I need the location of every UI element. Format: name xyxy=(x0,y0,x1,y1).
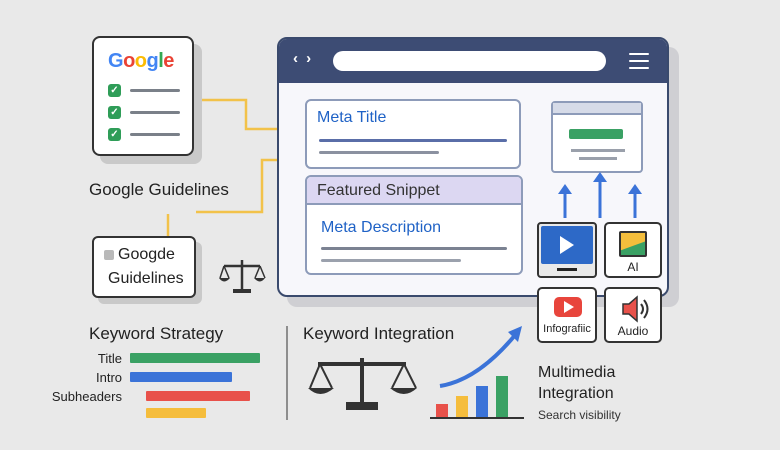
monitor-stand xyxy=(557,268,577,271)
google-checklist-card: Google ✓ ✓ ✓ xyxy=(92,36,194,156)
video-monitor-tile xyxy=(537,222,597,278)
google-logo-letter: g xyxy=(146,50,159,72)
guidelines-card-line2: Guidelines xyxy=(108,270,184,287)
checkbox-checked-icon: ✓ xyxy=(108,128,121,141)
featured-snippet-header: Featured Snippet xyxy=(307,177,521,205)
keyword-bar-extra xyxy=(146,408,206,418)
arrow-up-icon xyxy=(558,184,572,218)
arrow-up-icon xyxy=(628,184,642,218)
google-logo-letter: e xyxy=(163,50,174,72)
checkbox-checked-icon: ✓ xyxy=(108,84,121,97)
browser-window: ‹ › Meta Title Featured Snippet Meta Des… xyxy=(277,37,669,297)
text-line xyxy=(571,149,625,152)
text-line xyxy=(319,151,439,154)
mini-webpage-header xyxy=(553,103,641,115)
google-guidelines-label: Google Guidelines xyxy=(89,180,229,199)
growth-bar xyxy=(456,396,468,418)
speaker-icon xyxy=(622,295,649,323)
mini-webpage-banner xyxy=(569,129,623,139)
checklist-line xyxy=(130,133,180,136)
text-line xyxy=(321,247,507,250)
bar-label-title: Title xyxy=(97,351,122,366)
keyword-integration-heading: Keyword Integration xyxy=(303,324,455,343)
keyword-bar-title xyxy=(130,353,260,363)
meta-title-text: Meta Title xyxy=(317,109,387,126)
keyword-strategy-heading: Keyword Strategy xyxy=(89,324,224,343)
keyword-bar-intro xyxy=(130,372,232,382)
audio-label: Audio xyxy=(617,324,649,338)
growth-bar xyxy=(496,376,508,418)
search-visibility-label: Search visibility xyxy=(538,408,621,422)
play-icon xyxy=(541,226,593,264)
audio-tile: Audio xyxy=(604,287,662,343)
multimedia-heading-line2: Integration xyxy=(538,385,614,402)
google-logo-letter: G xyxy=(108,50,124,72)
image-icon xyxy=(619,231,647,257)
bar-label-intro: Intro xyxy=(95,370,122,385)
upload-arrows xyxy=(558,172,642,218)
scale-icon xyxy=(308,358,417,410)
keyword-bar-subheaders xyxy=(146,391,250,401)
address-bar[interactable] xyxy=(333,51,606,71)
bar-label-subheaders: Subheaders xyxy=(51,389,122,404)
connector-top xyxy=(194,98,302,131)
text-line xyxy=(579,157,617,160)
section-divider xyxy=(286,326,288,420)
growth-bar xyxy=(476,386,488,418)
checklist-line xyxy=(130,111,180,114)
back-forward-icon[interactable]: ‹ › xyxy=(293,50,314,67)
google-logo-letter: o xyxy=(134,50,147,72)
google-logo-letter: l xyxy=(158,50,164,72)
growth-bar xyxy=(436,404,448,418)
growth-chart-icon xyxy=(430,326,524,419)
meta-title-box: Meta Title xyxy=(305,99,521,169)
mini-webpage xyxy=(551,101,643,173)
browser-toolbar: ‹ › xyxy=(279,39,667,83)
scale-small-icon xyxy=(219,260,266,293)
card-square-icon xyxy=(104,250,114,260)
google-logo-letter: o xyxy=(123,50,135,72)
featured-snippet-label: Featured Snippet xyxy=(317,182,440,199)
infographic-label: Infografiic xyxy=(543,323,591,335)
youtube-play-icon xyxy=(554,297,582,317)
multimedia-heading-line1: Multimedia xyxy=(538,364,616,381)
ai-label: AI xyxy=(627,260,639,274)
meta-description-text: Meta Description xyxy=(321,219,442,236)
ai-image-tile: AI xyxy=(604,222,662,278)
text-line xyxy=(319,139,507,142)
featured-snippet-box: Featured Snippet Meta Description xyxy=(305,175,523,275)
checklist-line xyxy=(130,89,180,92)
text-line xyxy=(321,259,461,262)
infographic-tile: Infografiic xyxy=(537,287,597,343)
arrow-up-icon xyxy=(593,172,607,218)
google-logo: Google xyxy=(108,50,174,73)
guidelines-card: Googde Guidelines xyxy=(92,236,196,298)
checkbox-checked-icon: ✓ xyxy=(108,106,121,119)
guidelines-card-line1: Googde xyxy=(118,246,175,263)
hamburger-menu-icon[interactable] xyxy=(629,53,649,69)
